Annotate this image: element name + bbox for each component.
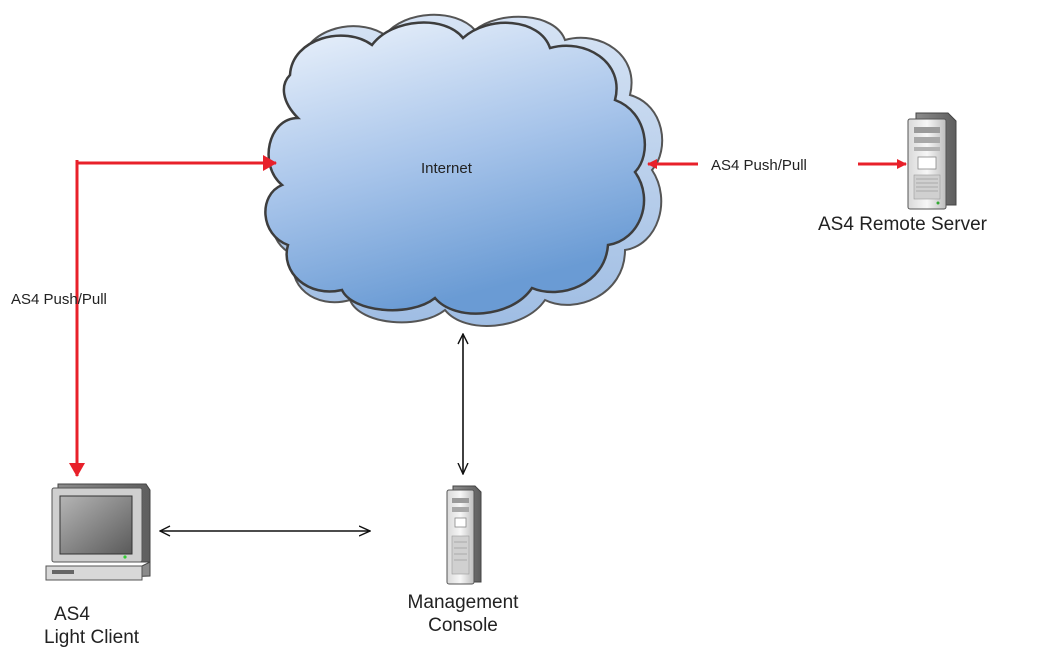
right-link-label: AS4 Push/Pull [711, 157, 807, 174]
light-client-label-line2: Light Client [44, 627, 140, 648]
light-client-label: AS4 Light Client [44, 603, 164, 649]
left-link-to-cloud [75, 155, 277, 171]
tower-server-icon [446, 485, 482, 585]
desktop-computer-icon [45, 483, 151, 581]
left-link-label: AS4 Push/Pull [11, 291, 107, 308]
remote-server-label: AS4 Remote Server [818, 214, 987, 235]
console-label: Management Console [388, 591, 538, 637]
tower-server-icon [907, 112, 957, 210]
console-label-line1: Management [407, 592, 519, 613]
left-as4-link [69, 155, 277, 477]
light-client-label-line1: AS4 [54, 604, 90, 625]
cloud-label: Internet [421, 160, 472, 177]
cloud-body [264, 21, 647, 315]
console-label-line2: Console [428, 615, 498, 636]
cloud-icon [264, 13, 664, 327]
